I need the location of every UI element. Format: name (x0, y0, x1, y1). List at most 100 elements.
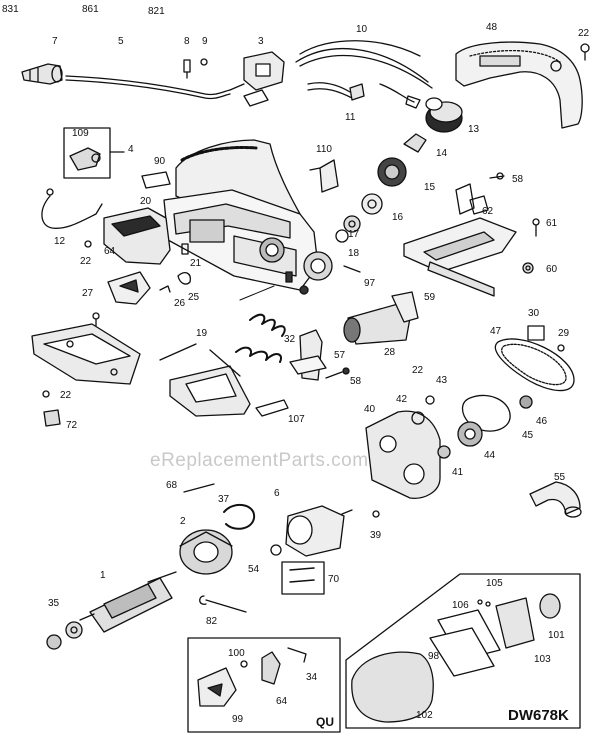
part-number-label: 14 (436, 148, 448, 159)
part-number-label: 57 (334, 350, 346, 361)
front-cover-part (103, 207, 171, 265)
small-hardware-part (159, 243, 191, 293)
power-cord-part (65, 75, 231, 100)
part-number-label: 26 (174, 298, 186, 309)
part-number-label: 64 (104, 246, 116, 257)
part-number-label: 6 (274, 488, 280, 499)
belt-part (461, 394, 511, 432)
part-number-label: 43 (436, 375, 448, 386)
part-number-label: 22 (80, 256, 92, 267)
screw-part (46, 188, 54, 196)
part-number-label: 64 (276, 696, 288, 707)
part-number-label: 25 (188, 292, 200, 303)
part-number-label: 103 (534, 654, 551, 665)
part-number-label: 101 (548, 630, 565, 641)
screw-part (532, 218, 540, 237)
fence-bracket-part (289, 329, 327, 381)
wrench-part (199, 595, 247, 613)
stator-part (179, 529, 233, 575)
front-shoe-part (169, 365, 251, 417)
part-number-label: 55 (554, 472, 566, 483)
part-number-label: 7 (52, 36, 58, 47)
part-number-label: 9 (202, 36, 208, 47)
brush-holder-part (63, 127, 125, 179)
gear-case-part (365, 410, 441, 499)
cover-clip-part (309, 159, 339, 193)
part-number-label: 13 (468, 124, 480, 135)
part-number-label: 37 (218, 494, 230, 505)
part-number-label: 58 (512, 174, 524, 185)
part-number-label: 48 (486, 22, 498, 33)
qu-inset (187, 637, 341, 733)
wire-leads-part (307, 82, 421, 109)
part-number-label: 45 (522, 430, 534, 441)
main-housing-part (163, 139, 333, 295)
part-number-label: 105 (486, 578, 503, 589)
part-number-label: 46 (536, 416, 548, 427)
bearing-part (411, 395, 451, 459)
rear-shoe-part (31, 323, 141, 385)
model-number: DW678K (508, 707, 569, 724)
leader-line (159, 343, 197, 361)
part-number-label: 58 (350, 376, 362, 387)
part-number-label: 44 (484, 450, 496, 461)
cord-protector-part (21, 63, 63, 85)
part-number-label: 11 (345, 112, 356, 123)
screw-part (372, 510, 380, 518)
part-number-label: 22 (578, 28, 590, 39)
part-number-label: 47 (490, 326, 502, 337)
part-number-label: 102 (416, 710, 433, 721)
part-number-label: 17 (348, 229, 360, 240)
depth-guide-part (107, 271, 151, 305)
clip-part (43, 409, 61, 427)
part-number-label: 100 (228, 648, 245, 659)
bearing-part (270, 544, 282, 556)
pin-part (343, 265, 361, 273)
part-number-label: 30 (528, 308, 540, 319)
part-number-label: 18 (348, 248, 360, 259)
part-number-label: 98 (428, 651, 440, 662)
cable-clip-part (41, 195, 103, 229)
terminal-part (183, 58, 208, 79)
part-number-label: 10 (356, 24, 368, 35)
part-number-label: 19 (196, 328, 208, 339)
part-number-label: 61 (546, 218, 558, 229)
part-number-label: 41 (452, 467, 464, 478)
part-number-label: 70 (328, 574, 340, 585)
part-number-label: 39 (370, 530, 382, 541)
part-number-label: 109 (72, 128, 89, 139)
part-number-label: 62 (482, 206, 494, 217)
part-number-label: 40 (364, 404, 376, 415)
part-number-label: 8 (184, 36, 190, 47)
part-number-label: 16 (392, 212, 404, 223)
part-number-label: 34 (306, 672, 318, 683)
armature-part (79, 571, 177, 633)
label-plate-part (141, 171, 171, 189)
screw-part (42, 390, 50, 398)
screw-part (489, 172, 505, 180)
handle-cover-part (455, 41, 583, 129)
kit-inset (345, 573, 581, 729)
part-number-label: 22 (412, 365, 424, 376)
part-number-label: 15 (424, 182, 436, 193)
part-number-label: 107 (288, 414, 305, 425)
leader-line (209, 349, 241, 377)
screw-part (580, 43, 590, 61)
screw-part (92, 312, 100, 327)
part-number-label: 110 (316, 144, 332, 155)
part-number-label: 68 (166, 480, 178, 491)
thumb-screw-part (325, 367, 350, 379)
part-number-label: 90 (154, 156, 166, 167)
part-number-label: 861 (82, 4, 99, 15)
part-number-label: 3 (258, 36, 264, 47)
part-number-label: 106 (452, 600, 469, 611)
part-number-label: 12 (54, 236, 66, 247)
knob-washer-part (335, 193, 383, 243)
part-number-label: 20 (140, 196, 152, 207)
screw-part (557, 344, 565, 352)
part-number-label: 5 (118, 36, 124, 47)
part-number-label: 97 (364, 278, 376, 289)
label-part (527, 325, 545, 341)
